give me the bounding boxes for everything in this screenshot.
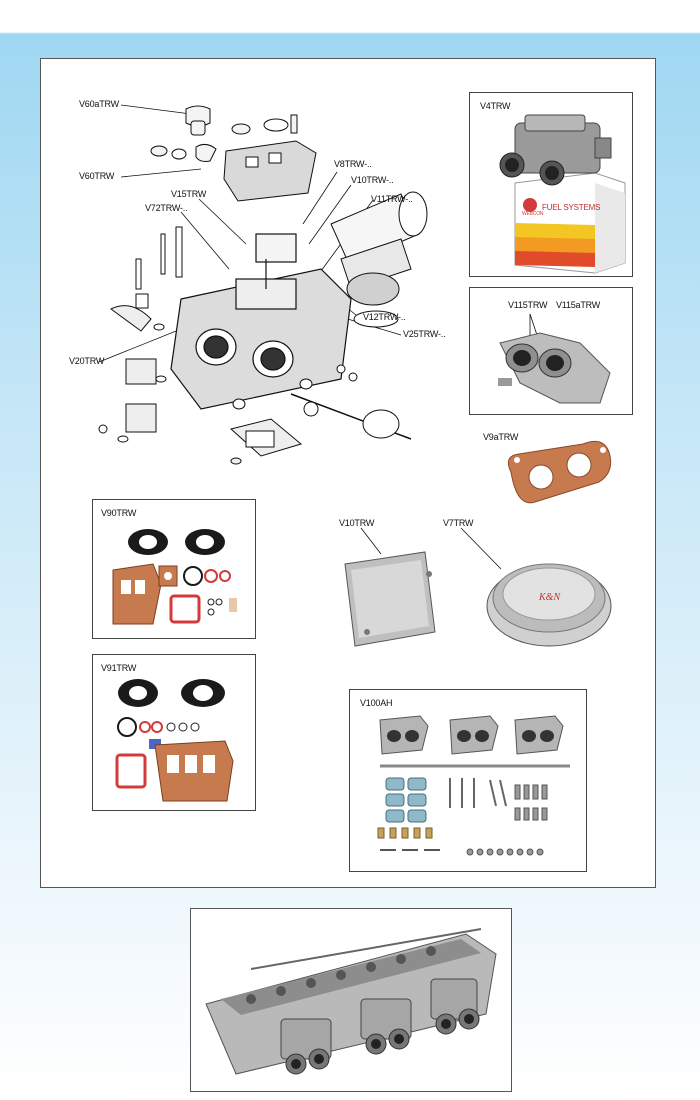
product-code: V90TRW: [101, 508, 137, 518]
product-code: V91TRW: [101, 663, 137, 673]
v90-kit-image: [112, 529, 237, 625]
product-code: V10TRW: [339, 518, 375, 528]
svg-text:K&N: K&N: [538, 592, 561, 603]
exploded-carburettor-diagram: V60aTRW V60TRW V15TRW V72TRW-.. V8TRW-..…: [41, 59, 461, 489]
callout-label: V72TRW-..: [145, 203, 188, 213]
v100ah-kit-image: [377, 715, 570, 856]
v115-product-box: V115TRW V115aTRW: [469, 287, 633, 415]
callout-label: V60aTRW: [79, 99, 119, 109]
v90-gasket-kit-box: V90TRW: [92, 499, 256, 639]
v4-product-box: V4TRW WEBCON FUEL SYSTEMS: [469, 92, 633, 277]
callout-label: V8TRW-..: [334, 159, 372, 169]
product-code: V9aTRW: [483, 432, 519, 442]
inlet-manifold-image: [498, 313, 611, 404]
callout-label: V20TRW: [69, 356, 105, 366]
box-text: FUEL SYSTEMS: [542, 203, 601, 212]
box-brand: WEBCON: [522, 211, 544, 217]
product-code: V100AH: [360, 698, 393, 708]
air-filters-group: V10TRW V7TRW K&N: [331, 514, 631, 664]
callout-label: V12TRW-..: [363, 312, 406, 322]
callout-label: V11TRW-..: [371, 194, 413, 204]
v91-kit-image: [115, 679, 234, 802]
v91-gasket-kit-box: V91TRW: [92, 654, 256, 811]
product-code: V7TRW: [443, 518, 474, 528]
callout-label: V60TRW: [79, 171, 115, 181]
exploded-diagram-drawing: [98, 104, 428, 465]
catalog-panel: V60aTRW V60TRW V15TRW V72TRW-.. V8TRW-..…: [40, 58, 656, 888]
callout-label: V15TRW: [171, 189, 207, 199]
product-code: V4TRW: [480, 101, 511, 111]
callout-label: V25TRW-..: [403, 329, 446, 339]
engine-with-carburettors-photo: [190, 908, 512, 1092]
air-filters-image: K&N: [344, 527, 612, 647]
carburettor-with-box-image: [499, 114, 626, 274]
product-code: V115TRW: [508, 300, 548, 310]
engine-head-image: [205, 928, 497, 1075]
v100ah-kit-box: V100AH: [349, 689, 587, 872]
v9a-gasket: V9aTRW: [481, 432, 641, 532]
v9a-gasket-image: [507, 440, 612, 504]
product-code: V115aTRW: [556, 300, 601, 310]
callout-label: V10TRW-..: [351, 175, 394, 185]
